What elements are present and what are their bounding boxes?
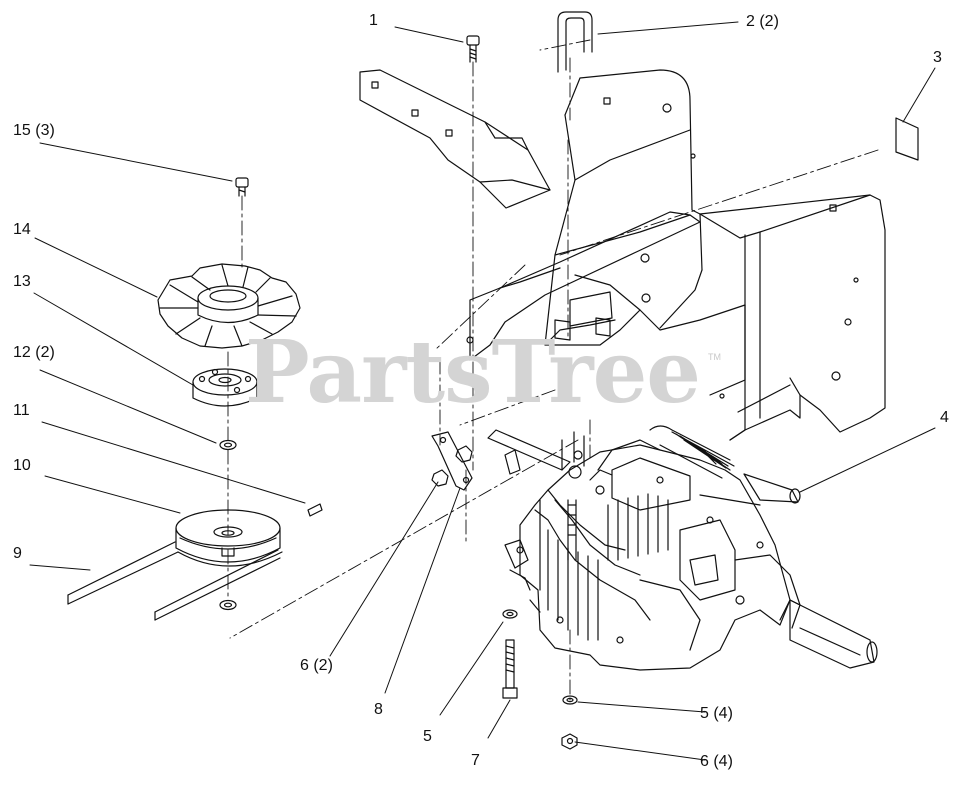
- belt-part-9: [67, 541, 283, 621]
- alignment-lines: [227, 39, 879, 701]
- transaxle-body: [504, 431, 801, 671]
- leader-lines: [29, 21, 936, 761]
- nut-part-6-lower: [561, 733, 578, 750]
- control-rod-part-4: [487, 425, 801, 504]
- screw-part-15: [235, 177, 249, 197]
- misc-fasteners: [504, 317, 611, 475]
- fan-part-14: [157, 263, 301, 349]
- washer-part-12-upper: [219, 439, 237, 451]
- nut-part-6-upper: [431, 445, 473, 487]
- main-frame: [544, 69, 886, 441]
- callout-15: 15 (3): [13, 122, 55, 139]
- long-bracket: [466, 211, 701, 361]
- callout-6-2: 6 (2): [300, 657, 333, 674]
- callout-2: 2 (2): [746, 13, 779, 30]
- washer-part-5-lower: [562, 695, 578, 705]
- callout-13: 13: [13, 273, 31, 290]
- callout-12: 12 (2): [13, 344, 55, 361]
- bolt-part-7: [502, 639, 518, 699]
- bracket-plate: [359, 69, 551, 209]
- decal-part-3: [895, 117, 919, 161]
- pulley-part-10: [175, 509, 281, 563]
- link-arm-part-8: [431, 431, 473, 491]
- callout-5-4: 5 (4): [700, 705, 733, 722]
- u-bolt-part-2: [557, 11, 593, 73]
- watermark: PartsTree: [245, 322, 701, 423]
- input-shaft: [567, 499, 577, 561]
- callout-3: 3: [933, 49, 942, 66]
- callout-10: 10: [13, 457, 31, 474]
- axle-shaft: [779, 599, 878, 669]
- callout-1: 1: [369, 12, 378, 29]
- callout-6-4: 6 (4): [700, 753, 733, 770]
- washer-part-12-lower: [219, 599, 237, 611]
- callout-9: 9: [13, 545, 22, 562]
- callout-8: 8: [374, 701, 383, 718]
- key-part-11: [307, 503, 323, 517]
- washer-part-5-upper: [502, 609, 518, 619]
- bolt-part-1: [466, 35, 480, 63]
- callout-14: 14: [13, 221, 31, 238]
- callout-11: 11: [13, 402, 30, 419]
- hub-part-13: [192, 368, 258, 407]
- watermark-trademark: TM: [708, 352, 721, 362]
- callout-7: 7: [471, 752, 480, 769]
- callout-5: 5: [423, 728, 432, 745]
- callout-4: 4: [940, 409, 949, 426]
